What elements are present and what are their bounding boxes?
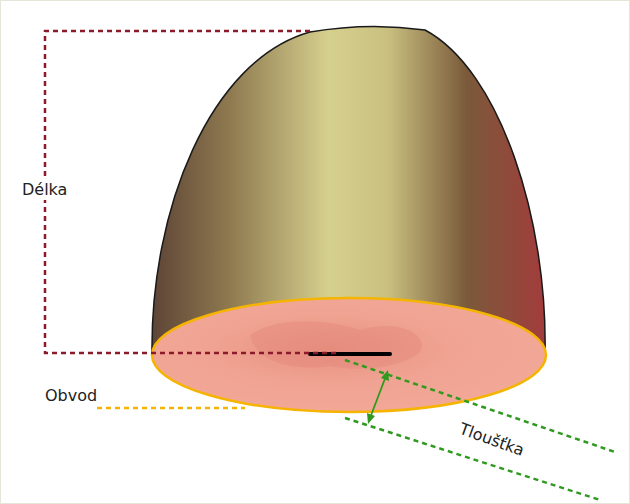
thickness-arrow [370, 376, 386, 418]
cut-texture [250, 321, 422, 368]
length-bracket [45, 31, 340, 353]
circumference-leader [97, 407, 245, 410]
cut-surface [152, 298, 546, 412]
circumference-label: Obvod [42, 385, 100, 406]
length-label: Délka [19, 179, 70, 200]
arrowhead [381, 370, 389, 381]
thickness-label: Tloušťka [454, 417, 530, 462]
arrowhead [367, 413, 375, 424]
thickness-line [345, 418, 600, 500]
